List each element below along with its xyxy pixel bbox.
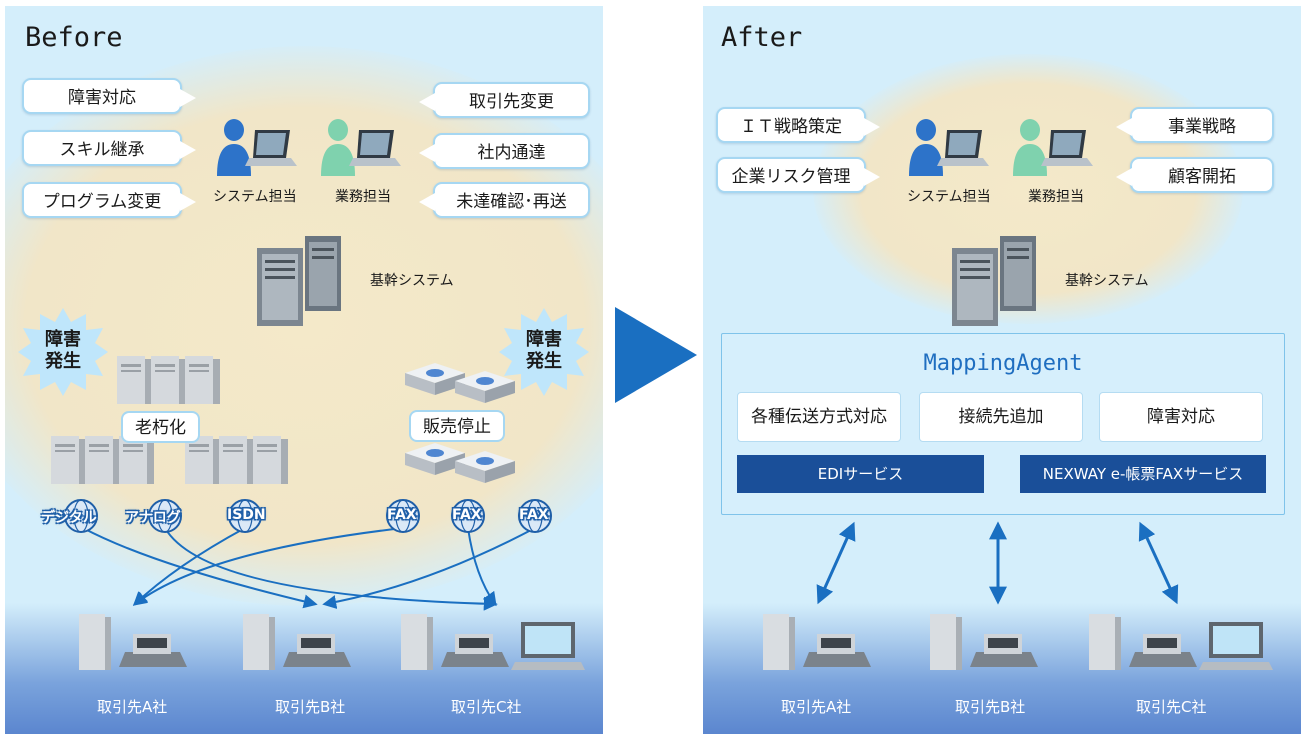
feature-transfer-methods: 各種伝送方式対応 [737,392,901,442]
issue-label: 取引先変更 [469,92,554,112]
client-a-equipment [79,614,187,670]
before-title: Before [25,22,123,53]
client-label-a: 取引先A社 [97,698,168,716]
system-staff-label: システム担当 [907,189,991,205]
after-title: After [721,22,803,53]
arrow-right-icon [615,307,697,403]
system-staff-icon [909,119,989,176]
issue-label: 未達確認･再送 [456,192,567,212]
network-label-fax-2: FAX [452,507,482,523]
core-system-label: 基幹システム [1065,273,1149,289]
bidirectional-arrows [816,521,1179,605]
burst-text-right: 障害 発生 [526,329,562,372]
core-server-icon [257,236,341,326]
globe-icon [451,499,485,533]
client-label-c: 取引先C社 [1136,698,1207,716]
service-nexway-fax: NEXWAY e-帳票FAXサービス [1020,455,1266,493]
network-label-fax-3: FAX [519,507,549,523]
globe-icon [386,499,420,533]
issue-label: プログラム変更 [42,192,162,212]
network-label-isdn: ISDN [227,507,266,523]
business-staff-icon [321,119,401,176]
globe-icon [64,499,98,533]
focus-bubble-it-strategy: ＩＴ戦略策定 [716,107,880,143]
issue-bubble-partner-change: 取引先変更 [419,82,590,118]
globe-icon [148,499,182,533]
client-b-equipment [930,614,1038,670]
globe-icon [228,499,262,533]
network-label-fax-1: FAX [387,507,417,523]
mapping-agent-box: MappingAgent 各種伝送方式対応 接続先追加 障害対応 EDIサービス… [721,333,1285,515]
feature-failure-response: 障害対応 [1099,392,1263,442]
client-label-b: 取引先B社 [955,698,1026,716]
network-label-digital: デジタル [41,510,97,526]
client-b-equipment [243,614,351,670]
focus-label: 顧客開拓 [1168,167,1236,187]
before-panel: Before 障害対応 スキル継承 プログラム変更 取引先変更 社内通達 未達確… [5,6,603,734]
aging-badge: 老朽化 [121,411,200,443]
client-label-b: 取引先B社 [275,698,346,716]
business-staff-label: 業務担当 [1028,189,1084,205]
system-staff-icon [217,119,297,176]
issue-label: 社内通達 [477,143,546,163]
client-c-equipment [1089,614,1273,670]
network-label-analog: アナログ [125,510,181,526]
focus-bubble-risk: 企業リスク管理 [716,157,880,193]
burst-icon [18,308,108,396]
issue-bubble-notice: 社内通達 [419,133,590,169]
issue-bubble-skill: スキル継承 [22,130,196,166]
client-label-a: 取引先A社 [781,698,852,716]
client-a-equipment [763,614,871,670]
service-edi: EDIサービス [737,455,984,493]
core-system-label: 基幹システム [370,273,454,289]
mapping-agent-title: MappingAgent [923,351,1083,376]
issue-bubble-resend: 未達確認･再送 [419,182,590,218]
feature-add-connection: 接続先追加 [919,392,1083,442]
client-c-equipment [401,614,585,670]
focus-label: 企業リスク管理 [731,167,851,187]
connection-lines [82,527,536,611]
issue-label: スキル継承 [59,140,145,160]
issue-label: 障害対応 [68,88,136,108]
after-panel: After ＩＴ戦略策定 企業リスク管理 事業戦略 顧客開拓 システム担当 業務… [703,6,1301,734]
issue-bubble-program: プログラム変更 [22,182,196,218]
business-staff-label: 業務担当 [335,189,391,205]
focus-label: ＩＴ戦略策定 [740,117,842,137]
core-server-icon [952,236,1036,326]
system-staff-label: システム担当 [213,189,297,205]
discontinued-badge: 販売停止 [409,410,505,442]
business-staff-icon [1013,119,1093,176]
focus-bubble-customer: 顧客開拓 [1116,157,1274,193]
focus-bubble-business-strategy: 事業戦略 [1116,107,1274,143]
burst-icon [499,308,589,396]
client-label-c: 取引先C社 [451,698,522,716]
focus-label: 事業戦略 [1168,117,1236,137]
burst-text-left: 障害 発生 [45,329,81,372]
globe-icon [518,499,552,533]
issue-bubble-failure: 障害対応 [22,78,196,114]
